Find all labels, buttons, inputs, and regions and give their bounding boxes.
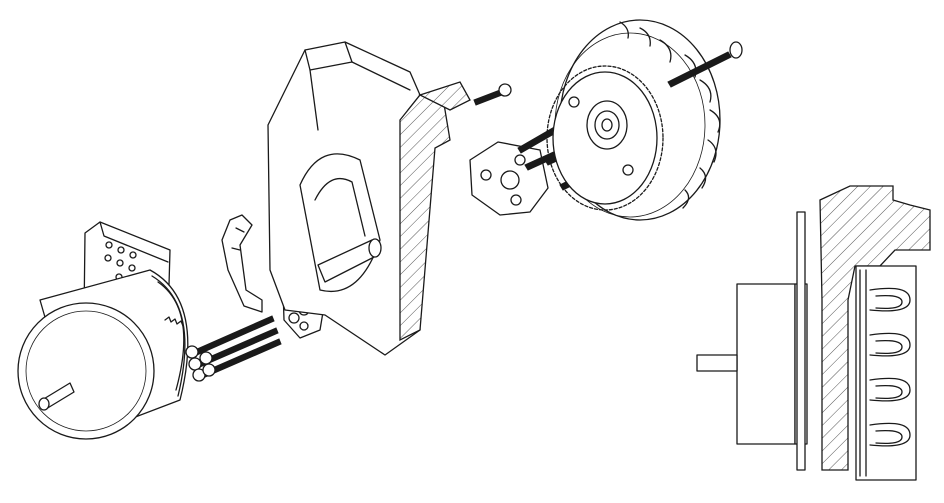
- frame-housing: [267, 41, 471, 356]
- motor-left: [17, 221, 189, 440]
- section-tread-loops: [869, 287, 911, 447]
- geared-wheel: [546, 19, 721, 221]
- wheel-axle-screw: [667, 41, 743, 88]
- assembled-section-view: [696, 185, 931, 481]
- motor-screws: [185, 315, 282, 382]
- hub-screws: [473, 83, 512, 106]
